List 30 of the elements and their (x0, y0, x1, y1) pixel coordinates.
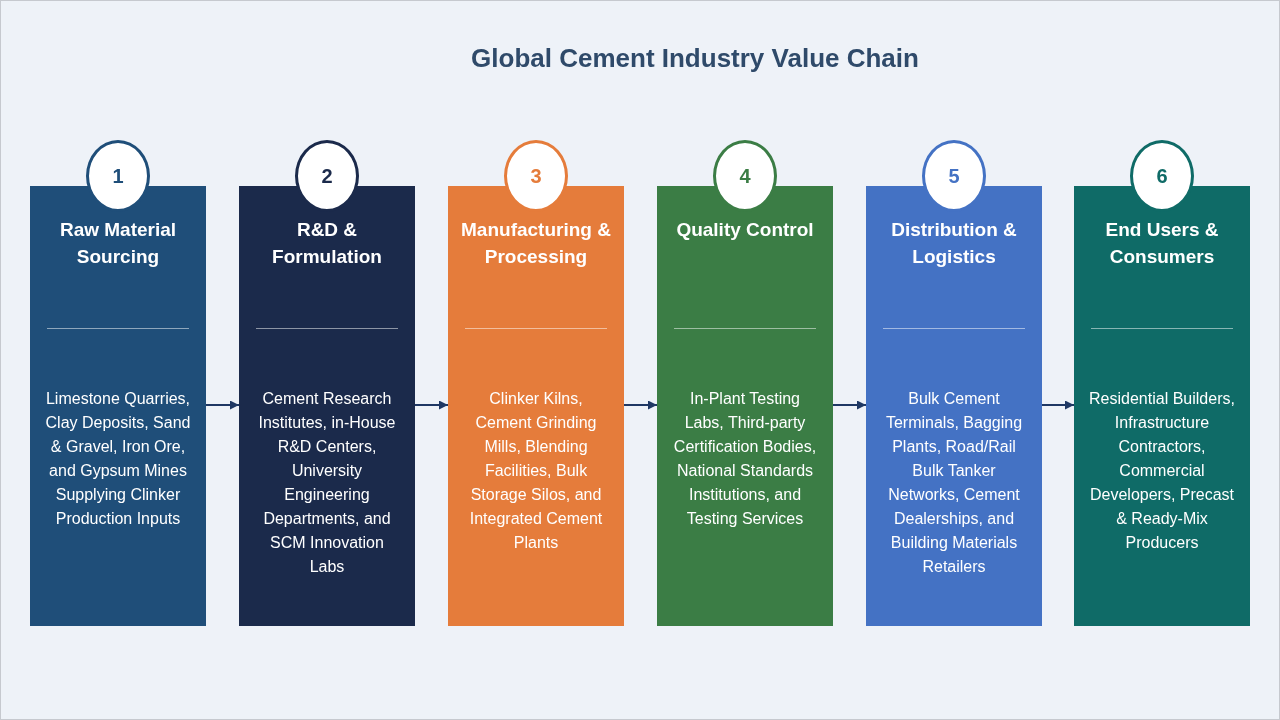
stage-description: Residential Builders, Infrastructure Contractors, Commercial Developers, Precast & Ready-Mix Producers (1088, 389, 1236, 553)
stage-card (866, 186, 1042, 626)
stage-title: Manufacturing & Processing (460, 218, 612, 269)
stage-title: Distribution & Logistics (890, 218, 1018, 269)
stage-title: Raw Material Sourcing (58, 218, 178, 269)
stage-card (657, 186, 833, 626)
step-number-badge: 2 (295, 140, 359, 212)
stage-title: Quality Control (676, 218, 814, 242)
step-number-badge: 4 (713, 140, 777, 212)
arrow (205, 400, 240, 410)
stage-description: Clinker Kilns, Cement Grinding Mills, Blending Facilities, Bulk Storage Silos, and Integrated Cement Plants (468, 389, 604, 553)
step-number-badge: 1 (86, 140, 150, 212)
arrow (832, 400, 867, 410)
stage-description: Cement Research Institutes, in-House R&D Centers, University Engineering Departments, and SCM Innovation Labs (257, 389, 397, 577)
arrow (414, 400, 449, 410)
stage-description: In-Plant Testing Labs, Third-party Certification Bodies, National Standards Institutions, and Testing Services (672, 389, 818, 529)
step-number-badge: 3 (504, 140, 568, 212)
arrow (623, 400, 658, 410)
diagram-title: Global Cement Industry Value Chain (471, 42, 919, 74)
stage-description: Limestone Quarries, Clay Deposits, Sand & Gravel, Iron Ore, and Gypsum Mines Supplying Clinker Production Inputs (44, 389, 192, 529)
step-number-badge: 6 (1130, 140, 1194, 212)
arrow (1041, 400, 1075, 410)
stage-card (239, 186, 415, 626)
stage-title: End Users & Consumers (1104, 218, 1220, 269)
stage-card (1074, 186, 1250, 626)
stage-title: R&D & Formulation (271, 218, 383, 269)
stage-card (30, 186, 206, 626)
step-number-badge: 5 (922, 140, 986, 212)
stage-card (448, 186, 624, 626)
stage-description: Bulk Cement Terminals, Bagging Plants, Road/Rail Bulk Tanker Networks, Cement Dealerships, and Building Materials Retailers (884, 389, 1024, 577)
